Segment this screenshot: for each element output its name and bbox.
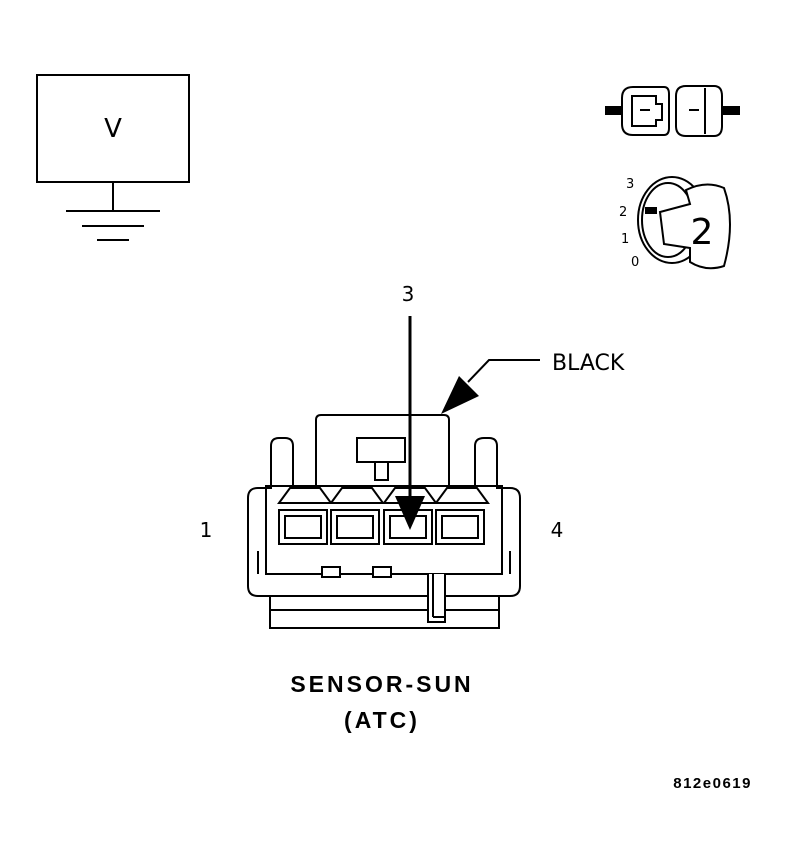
connector-pair-icon [605,85,740,137]
ignition-key-number: 2 [691,212,714,253]
figure-id: 812e0619 [673,775,752,792]
voltmeter-box [36,74,190,183]
connector-color-label: BLACK [552,351,625,376]
ignition-position-0: 0 [631,255,639,270]
pin-callout-label: 3 [402,282,415,306]
ignition-position-2: 2 [619,205,627,220]
ignition-key-icon: 3 2 1 0 2 [619,176,731,270]
connector-face [247,414,521,629]
terminal-cavity [277,487,333,545]
ignition-position-labels: 3 2 1 0 [619,177,639,270]
voltmeter-label: V [104,114,122,144]
color-leader: BLACK [441,351,625,414]
pin-4-label: 4 [551,518,564,542]
terminal-cavity [434,487,490,545]
connector-body [247,414,521,597]
latch-block [356,437,406,463]
component-system: (ATC) [344,707,420,733]
component-name: SENSOR-SUN [290,671,473,697]
pin-1-label: 1 [200,518,213,542]
ignition-position-3: 3 [626,177,634,192]
ignition-position-1: 1 [621,232,629,247]
terminal-cavity [329,487,385,545]
ground-symbol [66,182,160,241]
voltmeter-symbol: V [36,74,190,241]
probe-arrow [395,316,425,530]
